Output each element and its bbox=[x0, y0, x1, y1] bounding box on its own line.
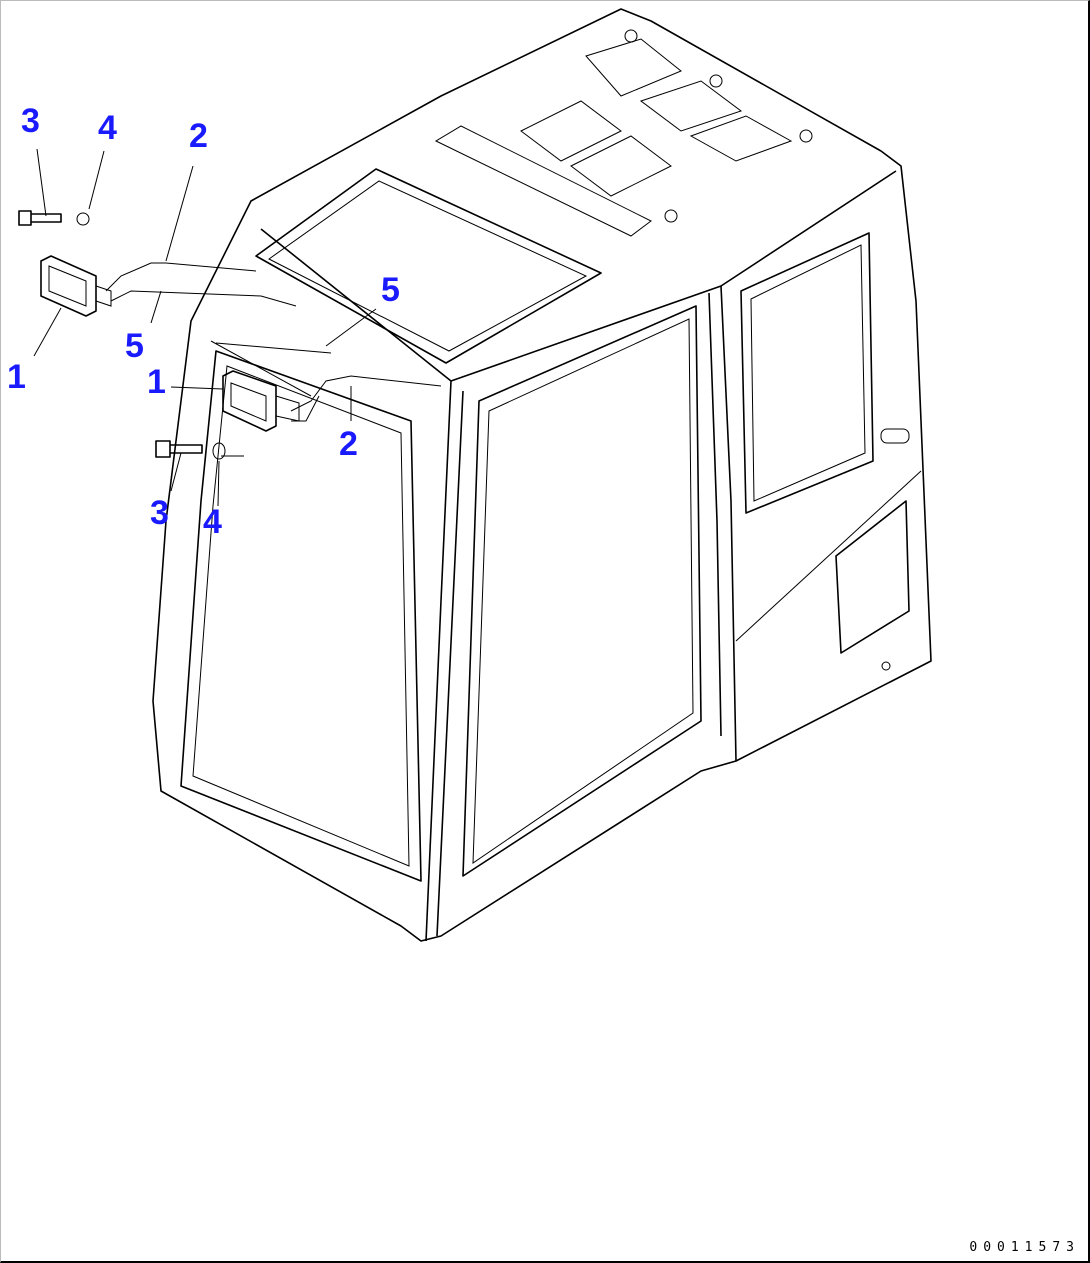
callout-harness-lower: 2 bbox=[339, 425, 358, 463]
callout-washer-lower: 4 bbox=[203, 503, 222, 541]
drawing-code: 00011573 bbox=[969, 1240, 1080, 1255]
leader-lines bbox=[33, 148, 377, 507]
callout-clip-left: 5 bbox=[125, 327, 144, 365]
callout-clip-right: 5 bbox=[381, 271, 400, 309]
callout-lamp-lower: 1 bbox=[147, 363, 166, 401]
work-lamp-lower bbox=[155, 340, 442, 460]
callout-harness-upper: 2 bbox=[189, 117, 208, 155]
callout-lamp-upper: 1 bbox=[7, 358, 26, 396]
callout-bolt-lower: 3 bbox=[150, 494, 169, 532]
cab-body bbox=[152, 8, 932, 942]
callout-washer-upper: 4 bbox=[98, 109, 117, 147]
callout-bolt-upper: 3 bbox=[21, 102, 40, 140]
work-lamp-upper bbox=[18, 210, 297, 317]
